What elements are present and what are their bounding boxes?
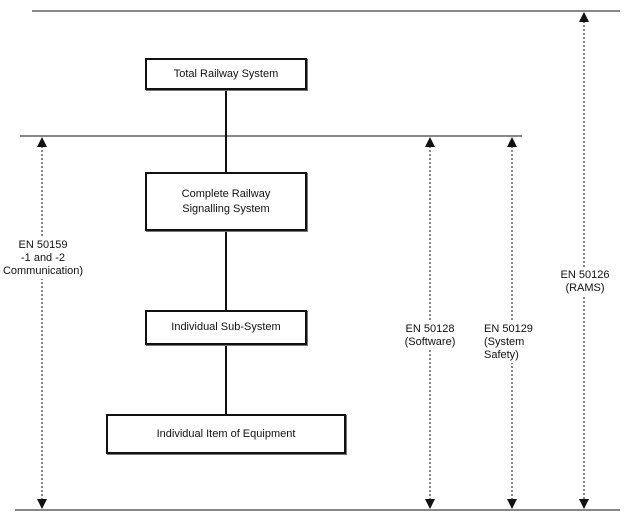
individual-item-of-equipment-box: Individual Item of Equipment bbox=[106, 414, 346, 454]
en50159-label: EN 50159 -1 and -2 Communication) bbox=[0, 238, 86, 279]
en50128-label: EN 50128 (Software) bbox=[392, 322, 468, 350]
en50126-label: EN 50126 (RAMS) bbox=[556, 268, 614, 296]
total-railway-system-box: Total Railway System bbox=[145, 58, 307, 90]
complete-signalling-system-box: Complete Railway Signalling System bbox=[145, 172, 307, 231]
en50129-label: EN 50129 (System Safety) bbox=[484, 322, 544, 363]
individual-sub-system-box: Individual Sub-System bbox=[145, 310, 307, 345]
